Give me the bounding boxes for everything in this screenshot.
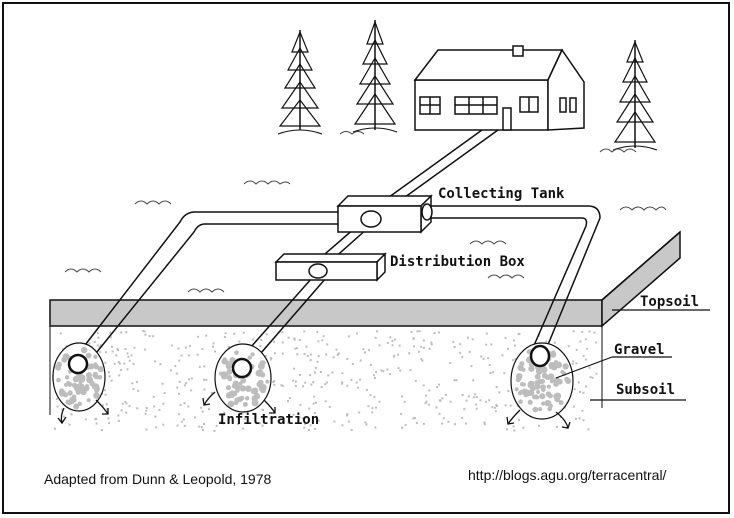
left-lateral-pipe bbox=[71, 211, 338, 369]
arrow-icon bbox=[263, 399, 276, 414]
gravel-bed-middle bbox=[214, 343, 272, 413]
topsoil-side bbox=[601, 230, 681, 328]
tree-icon bbox=[352, 20, 398, 133]
source-url: http://blogs.agu.org/terracentral/ bbox=[468, 467, 667, 483]
grass-tufts bbox=[64, 131, 667, 293]
tree-icon bbox=[612, 40, 658, 151]
topsoil-band bbox=[49, 299, 603, 327]
infiltration-label: Infiltration bbox=[218, 412, 319, 428]
gravel-bed-left bbox=[52, 342, 106, 412]
arrow-icon bbox=[555, 411, 571, 429]
gravel-label: Gravel bbox=[614, 342, 665, 358]
distribution-box bbox=[274, 252, 387, 282]
arrow-icon bbox=[506, 409, 521, 425]
ground-back-edge bbox=[601, 231, 681, 301]
gravel-bed-right bbox=[510, 342, 574, 420]
source-credit: Adapted from Dunn & Leopold, 1978 bbox=[44, 471, 271, 487]
collecting-tank-label: Collecting Tank bbox=[438, 186, 565, 202]
subsoil-label: Subsoil bbox=[616, 382, 675, 398]
arrow-icon bbox=[57, 407, 67, 425]
distribution-box-label: Distribution Box bbox=[390, 254, 525, 270]
topsoil-label: Topsoil bbox=[640, 294, 699, 310]
collecting-tank bbox=[336, 194, 433, 234]
tree-icon bbox=[277, 30, 323, 135]
infiltration-arrows bbox=[57, 391, 571, 429]
house-icon bbox=[413, 45, 585, 131]
leader-lines bbox=[555, 309, 710, 401]
arrow-icon bbox=[95, 399, 109, 415]
sewer-pipe bbox=[384, 129, 499, 201]
right-lateral-pipe bbox=[426, 205, 601, 353]
arrow-icon bbox=[202, 391, 216, 406]
